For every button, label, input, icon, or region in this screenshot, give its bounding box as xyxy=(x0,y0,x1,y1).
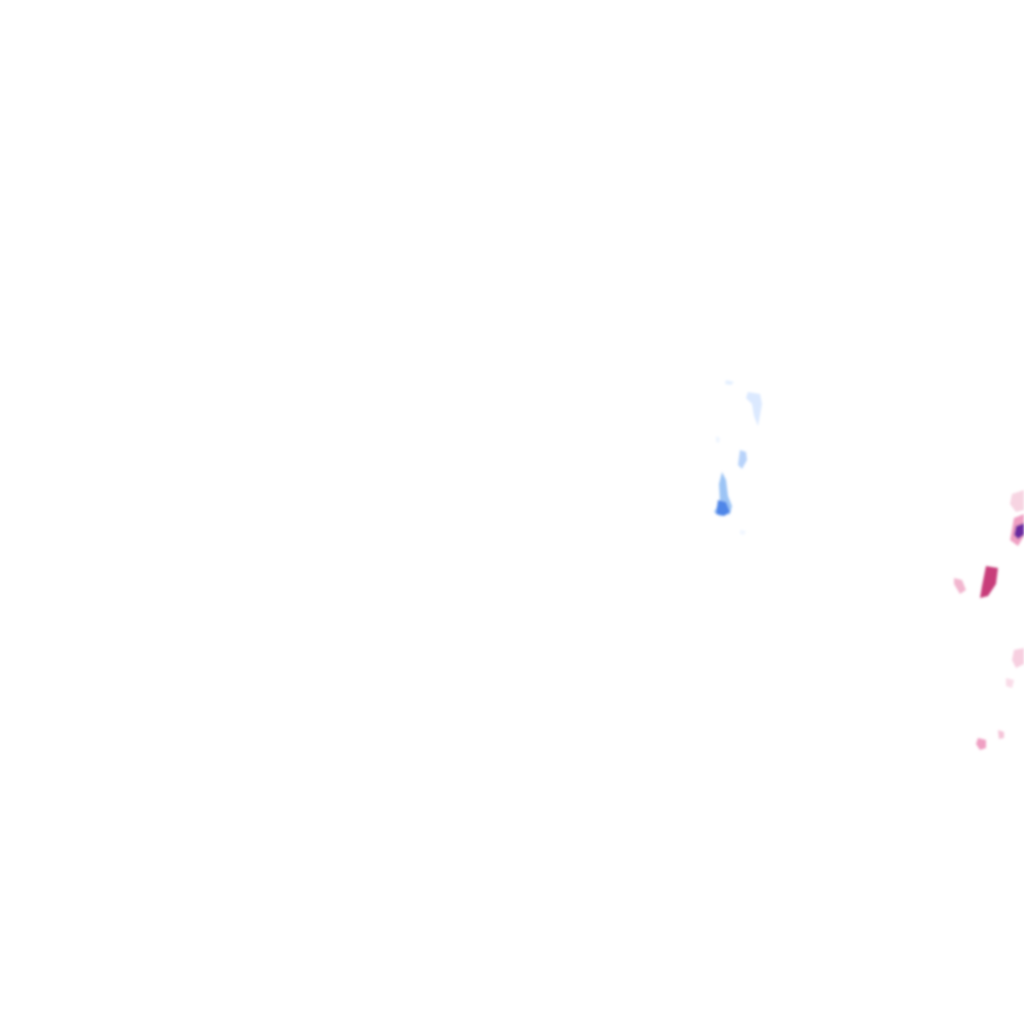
rain-echo xyxy=(740,530,746,535)
mix-echo xyxy=(954,578,966,594)
mix-echo xyxy=(980,566,998,598)
rain-echo xyxy=(716,436,720,443)
mix-echo-cluster xyxy=(954,490,1024,750)
rain-echo xyxy=(716,500,730,516)
rain-echo xyxy=(746,392,762,426)
mix-echo xyxy=(1006,678,1014,688)
mix-echo xyxy=(976,738,986,750)
rain-echo xyxy=(738,450,747,469)
mix-echo xyxy=(1012,648,1024,668)
mix-echo xyxy=(1014,523,1024,539)
rain-echo xyxy=(725,380,734,385)
rain-echo-cluster xyxy=(714,380,762,535)
mix-echo xyxy=(1010,490,1024,512)
mix-echo xyxy=(998,730,1004,739)
